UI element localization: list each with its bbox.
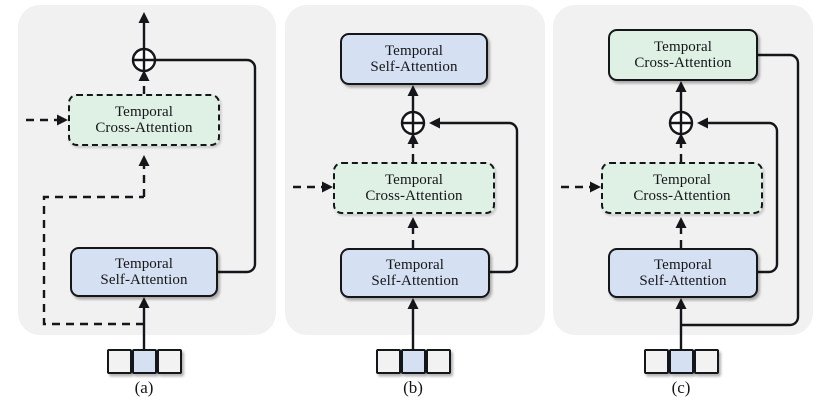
block-label-line2: Cross-Attention xyxy=(634,55,732,71)
panel-a-temporal-self-attention[interactable]: Temporal Self-Attention xyxy=(70,247,218,297)
panel-b-token-3[interactable] xyxy=(426,349,451,374)
wire-c-adder-to-top xyxy=(675,81,687,112)
panel-b-caption: (b) xyxy=(403,378,423,397)
block-label-line1: Temporal xyxy=(653,38,713,55)
block-label-line1: Temporal xyxy=(652,171,712,188)
panel-c-temporal-self-attention[interactable]: Temporal Self-Attention xyxy=(608,248,758,298)
block-label-line2: Self-Attention xyxy=(100,272,188,288)
block-label-line2: Self-Attention xyxy=(371,273,459,289)
adder-a xyxy=(131,47,157,73)
panel-c-caption: (c) xyxy=(671,378,691,397)
wire-c-input xyxy=(675,298,687,349)
panel-a-token-3[interactable] xyxy=(157,349,182,374)
panel-b-temporal-self-attention-bottom[interactable]: Temporal Self-Attention xyxy=(340,248,490,298)
panel-b-temporal-self-attention-top[interactable]: Temporal Self-Attention xyxy=(340,33,488,85)
panel-c-token-1[interactable] xyxy=(644,349,669,374)
block-label-line2: Cross-Attention xyxy=(95,120,193,136)
wire-b-residual xyxy=(429,117,519,274)
adder-b xyxy=(400,110,426,136)
block-label-line1: Temporal xyxy=(385,256,445,273)
wire-a-output xyxy=(138,12,150,50)
panel-c-token-3[interactable] xyxy=(694,349,719,374)
block-label-line2: Self-Attention xyxy=(639,273,727,289)
block-label-line1: Temporal xyxy=(653,256,713,273)
wire-a-dashed-bypass xyxy=(42,155,150,326)
panel-c-temporal-cross-attention-top[interactable]: Temporal Cross-Attention xyxy=(608,29,758,81)
wire-c-cross-to-adder xyxy=(675,133,687,162)
wire-c-outer-residual xyxy=(681,53,800,327)
block-label-line1: Temporal xyxy=(114,103,174,120)
block-label-line1: Temporal xyxy=(384,42,444,59)
panel-c-temporal-cross-attention-middle[interactable]: Temporal Cross-Attention xyxy=(601,162,763,214)
panel-a-token-1[interactable] xyxy=(107,349,132,374)
wire-b-self-to-cross xyxy=(407,217,419,248)
block-label-line1: Temporal xyxy=(114,255,174,272)
wire-a-cross-to-adder xyxy=(138,70,150,94)
panel-c-token-2[interactable] xyxy=(669,349,694,374)
panel-a-token-2[interactable] xyxy=(132,349,157,374)
panel-b-token-1[interactable] xyxy=(376,349,401,374)
block-label-line2: Cross-Attention xyxy=(365,188,463,204)
wire-b-cross-to-adder xyxy=(407,133,419,162)
panel-a-temporal-cross-attention[interactable]: Temporal Cross-Attention xyxy=(68,94,220,146)
wire-a-input xyxy=(138,297,150,349)
wire-a-cross-input-left xyxy=(26,114,68,126)
block-label-line2: Cross-Attention xyxy=(633,188,731,204)
wire-b-adder-to-top xyxy=(407,85,419,112)
wire-a-residual xyxy=(154,58,257,274)
panel-a-caption: (a) xyxy=(134,378,154,397)
adder-c xyxy=(668,110,694,136)
wire-c-cross-input-left xyxy=(561,181,601,193)
wire-c-inner-residual xyxy=(697,117,779,274)
block-label-line1: Temporal xyxy=(384,171,444,188)
wire-b-cross-input-left xyxy=(293,181,333,193)
wire-b-input xyxy=(407,298,419,349)
wire-c-self-to-cross xyxy=(675,217,687,248)
block-label-line2: Self-Attention xyxy=(370,59,458,75)
panel-b-token-2[interactable] xyxy=(401,349,426,374)
panel-b-temporal-cross-attention[interactable]: Temporal Cross-Attention xyxy=(333,162,495,214)
